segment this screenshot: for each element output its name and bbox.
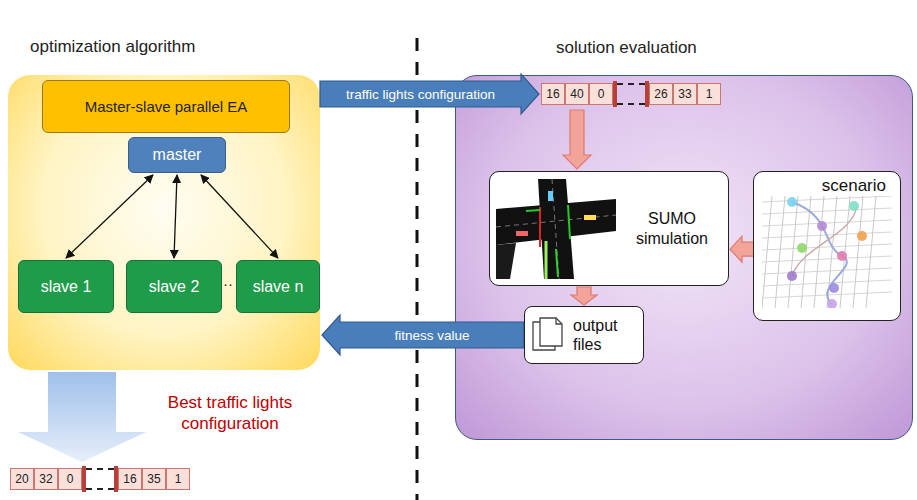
box-label: master: [153, 145, 202, 164]
array-cell: 0: [58, 468, 82, 490]
array-cell: 35: [142, 468, 166, 490]
dashed-gap: [86, 468, 114, 490]
array-cell: 26: [649, 83, 673, 105]
config-array: 16400 26331: [541, 81, 721, 107]
box-label: scenario: [822, 176, 886, 196]
simulation-box: SUMO simulation: [489, 171, 729, 286]
evaluation-panel: solution evaluation1640026331SUMO simula…: [455, 75, 913, 440]
scenario-box: scenario: [753, 171, 901, 321]
intersection-illustration: [496, 179, 616, 279]
array-cell: 32: [34, 468, 58, 490]
box-label: slave 2: [149, 277, 200, 296]
array-cell: 1: [166, 468, 190, 490]
array-cell: 16: [541, 83, 565, 105]
array-cell: 1: [697, 83, 721, 105]
slave-box: slave 1: [18, 260, 114, 313]
array-cell: 16: [118, 468, 142, 490]
box-label: Master-slave parallel EA: [85, 98, 248, 116]
box-label: slave n: [253, 277, 304, 296]
slave-box: slave n: [236, 260, 320, 313]
dashed-gap: [617, 83, 645, 105]
panel-heading: solution evaluation: [556, 38, 697, 58]
output-box: output files: [524, 306, 644, 364]
edge-label: Best traffic lights configuration: [145, 392, 315, 435]
edge-label: traffic lights configuration: [346, 87, 495, 102]
scenario-map: [762, 196, 892, 308]
box-label: SUMO simulation: [626, 209, 718, 249]
algorithm-panel: optimization algorithmMaster-slave paral…: [8, 75, 320, 370]
array-cell: 33: [673, 83, 697, 105]
edge-label: fitness value: [394, 328, 469, 343]
box-label: slave 1: [41, 277, 92, 296]
best-config-array: 20320 16351: [10, 466, 190, 492]
files-icon: [531, 316, 565, 354]
master-box: master: [128, 137, 226, 173]
array-cell: 40: [565, 83, 589, 105]
slave-box: slave 2: [126, 260, 222, 313]
ea-box: Master-slave parallel EA: [42, 80, 290, 133]
array-cell: 20: [10, 468, 34, 490]
box-label: output files: [573, 316, 633, 354]
ellipsis-label: ··: [223, 275, 233, 292]
array-cell: 0: [589, 83, 613, 105]
block-arrow: [18, 372, 146, 462]
panel-heading: optimization algorithm: [30, 37, 195, 57]
